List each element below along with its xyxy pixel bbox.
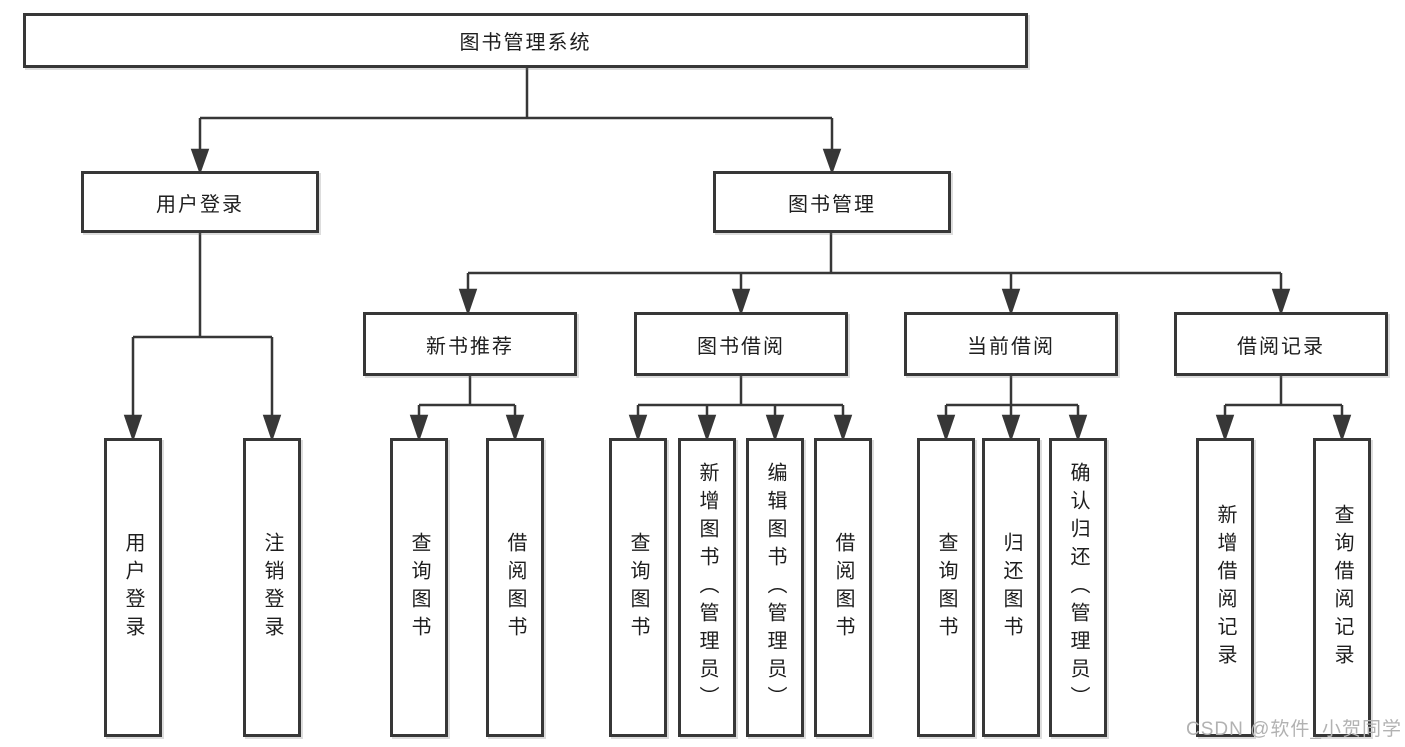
leaf-query-books-3-label: 查询图书 <box>935 531 957 644</box>
leaf-return-books: 归还图书 <box>982 438 1040 737</box>
connector-book-management-to-level3 <box>458 233 1291 316</box>
leaf-query-books-3: 查询图书 <box>917 438 975 737</box>
leaf-user-login: 用户登录 <box>104 438 162 737</box>
node-user-login-label: 用户登录 <box>156 193 244 216</box>
leaf-query-books-2: 查询图书 <box>609 438 667 737</box>
node-book-borrow-label: 图书借阅 <box>697 335 785 358</box>
leaf-query-books-1: 查询图书 <box>390 438 448 737</box>
node-user-login: 用户登录 <box>81 171 319 233</box>
node-new-books: 新书推荐 <box>363 312 577 376</box>
leaf-edit-books-admin-label: 编辑图书（管理员） <box>764 461 786 714</box>
leaf-query-books-2-label: 查询图书 <box>627 531 649 644</box>
node-system-root: 图书管理系统 <box>23 13 1028 68</box>
connector-borrow-records-to-leaves <box>1215 376 1352 442</box>
leaf-borrow-books-1: 借阅图书 <box>486 438 544 737</box>
leaf-confirm-return-admin-label: 确认归还（管理员） <box>1067 461 1089 714</box>
node-borrow-records-label: 借阅记录 <box>1237 335 1325 358</box>
leaf-add-borrow-record-label: 新增借阅记录 <box>1214 503 1236 672</box>
leaf-borrow-books-1-label: 借阅图书 <box>504 531 526 644</box>
connector-new-books-to-leaves <box>409 376 525 442</box>
leaf-edit-books-admin: 编辑图书（管理员） <box>746 438 804 737</box>
leaf-add-books-admin: 新增图书（管理员） <box>678 438 736 737</box>
node-book-management: 图书管理 <box>713 171 951 233</box>
node-new-books-label: 新书推荐 <box>426 335 514 358</box>
connector-user-login-to-leaves <box>123 233 282 442</box>
leaf-return-books-label: 归还图书 <box>1000 531 1022 644</box>
node-system-root-label: 图书管理系统 <box>459 32 592 54</box>
leaf-add-borrow-record: 新增借阅记录 <box>1196 438 1254 737</box>
leaf-query-borrow-record-label: 查询借阅记录 <box>1331 503 1353 672</box>
connector-current-borrow-to-leaves <box>936 376 1088 442</box>
leaf-query-books-1-label: 查询图书 <box>408 531 430 644</box>
node-current-borrow-label: 当前借阅 <box>967 335 1055 358</box>
node-current-borrow: 当前借阅 <box>904 312 1118 376</box>
node-book-borrow: 图书借阅 <box>634 312 848 376</box>
node-borrow-records: 借阅记录 <box>1174 312 1388 376</box>
connector-root-to-level2 <box>190 68 842 175</box>
leaf-borrow-books-2-label: 借阅图书 <box>832 531 854 644</box>
node-book-management-label: 图书管理 <box>788 193 876 216</box>
leaf-user-login-label: 用户登录 <box>122 531 144 644</box>
leaf-logout: 注销登录 <box>243 438 301 737</box>
leaf-confirm-return-admin: 确认归还（管理员） <box>1049 438 1107 737</box>
leaf-query-borrow-record: 查询借阅记录 <box>1313 438 1371 737</box>
leaf-logout-label: 注销登录 <box>261 531 283 644</box>
leaf-add-books-admin-label: 新增图书（管理员） <box>696 461 718 714</box>
leaf-borrow-books-2: 借阅图书 <box>814 438 872 737</box>
connector-book-borrow-to-leaves <box>628 376 853 442</box>
csdn-watermark: CSDN @软件_小贺同学 <box>1186 719 1402 740</box>
